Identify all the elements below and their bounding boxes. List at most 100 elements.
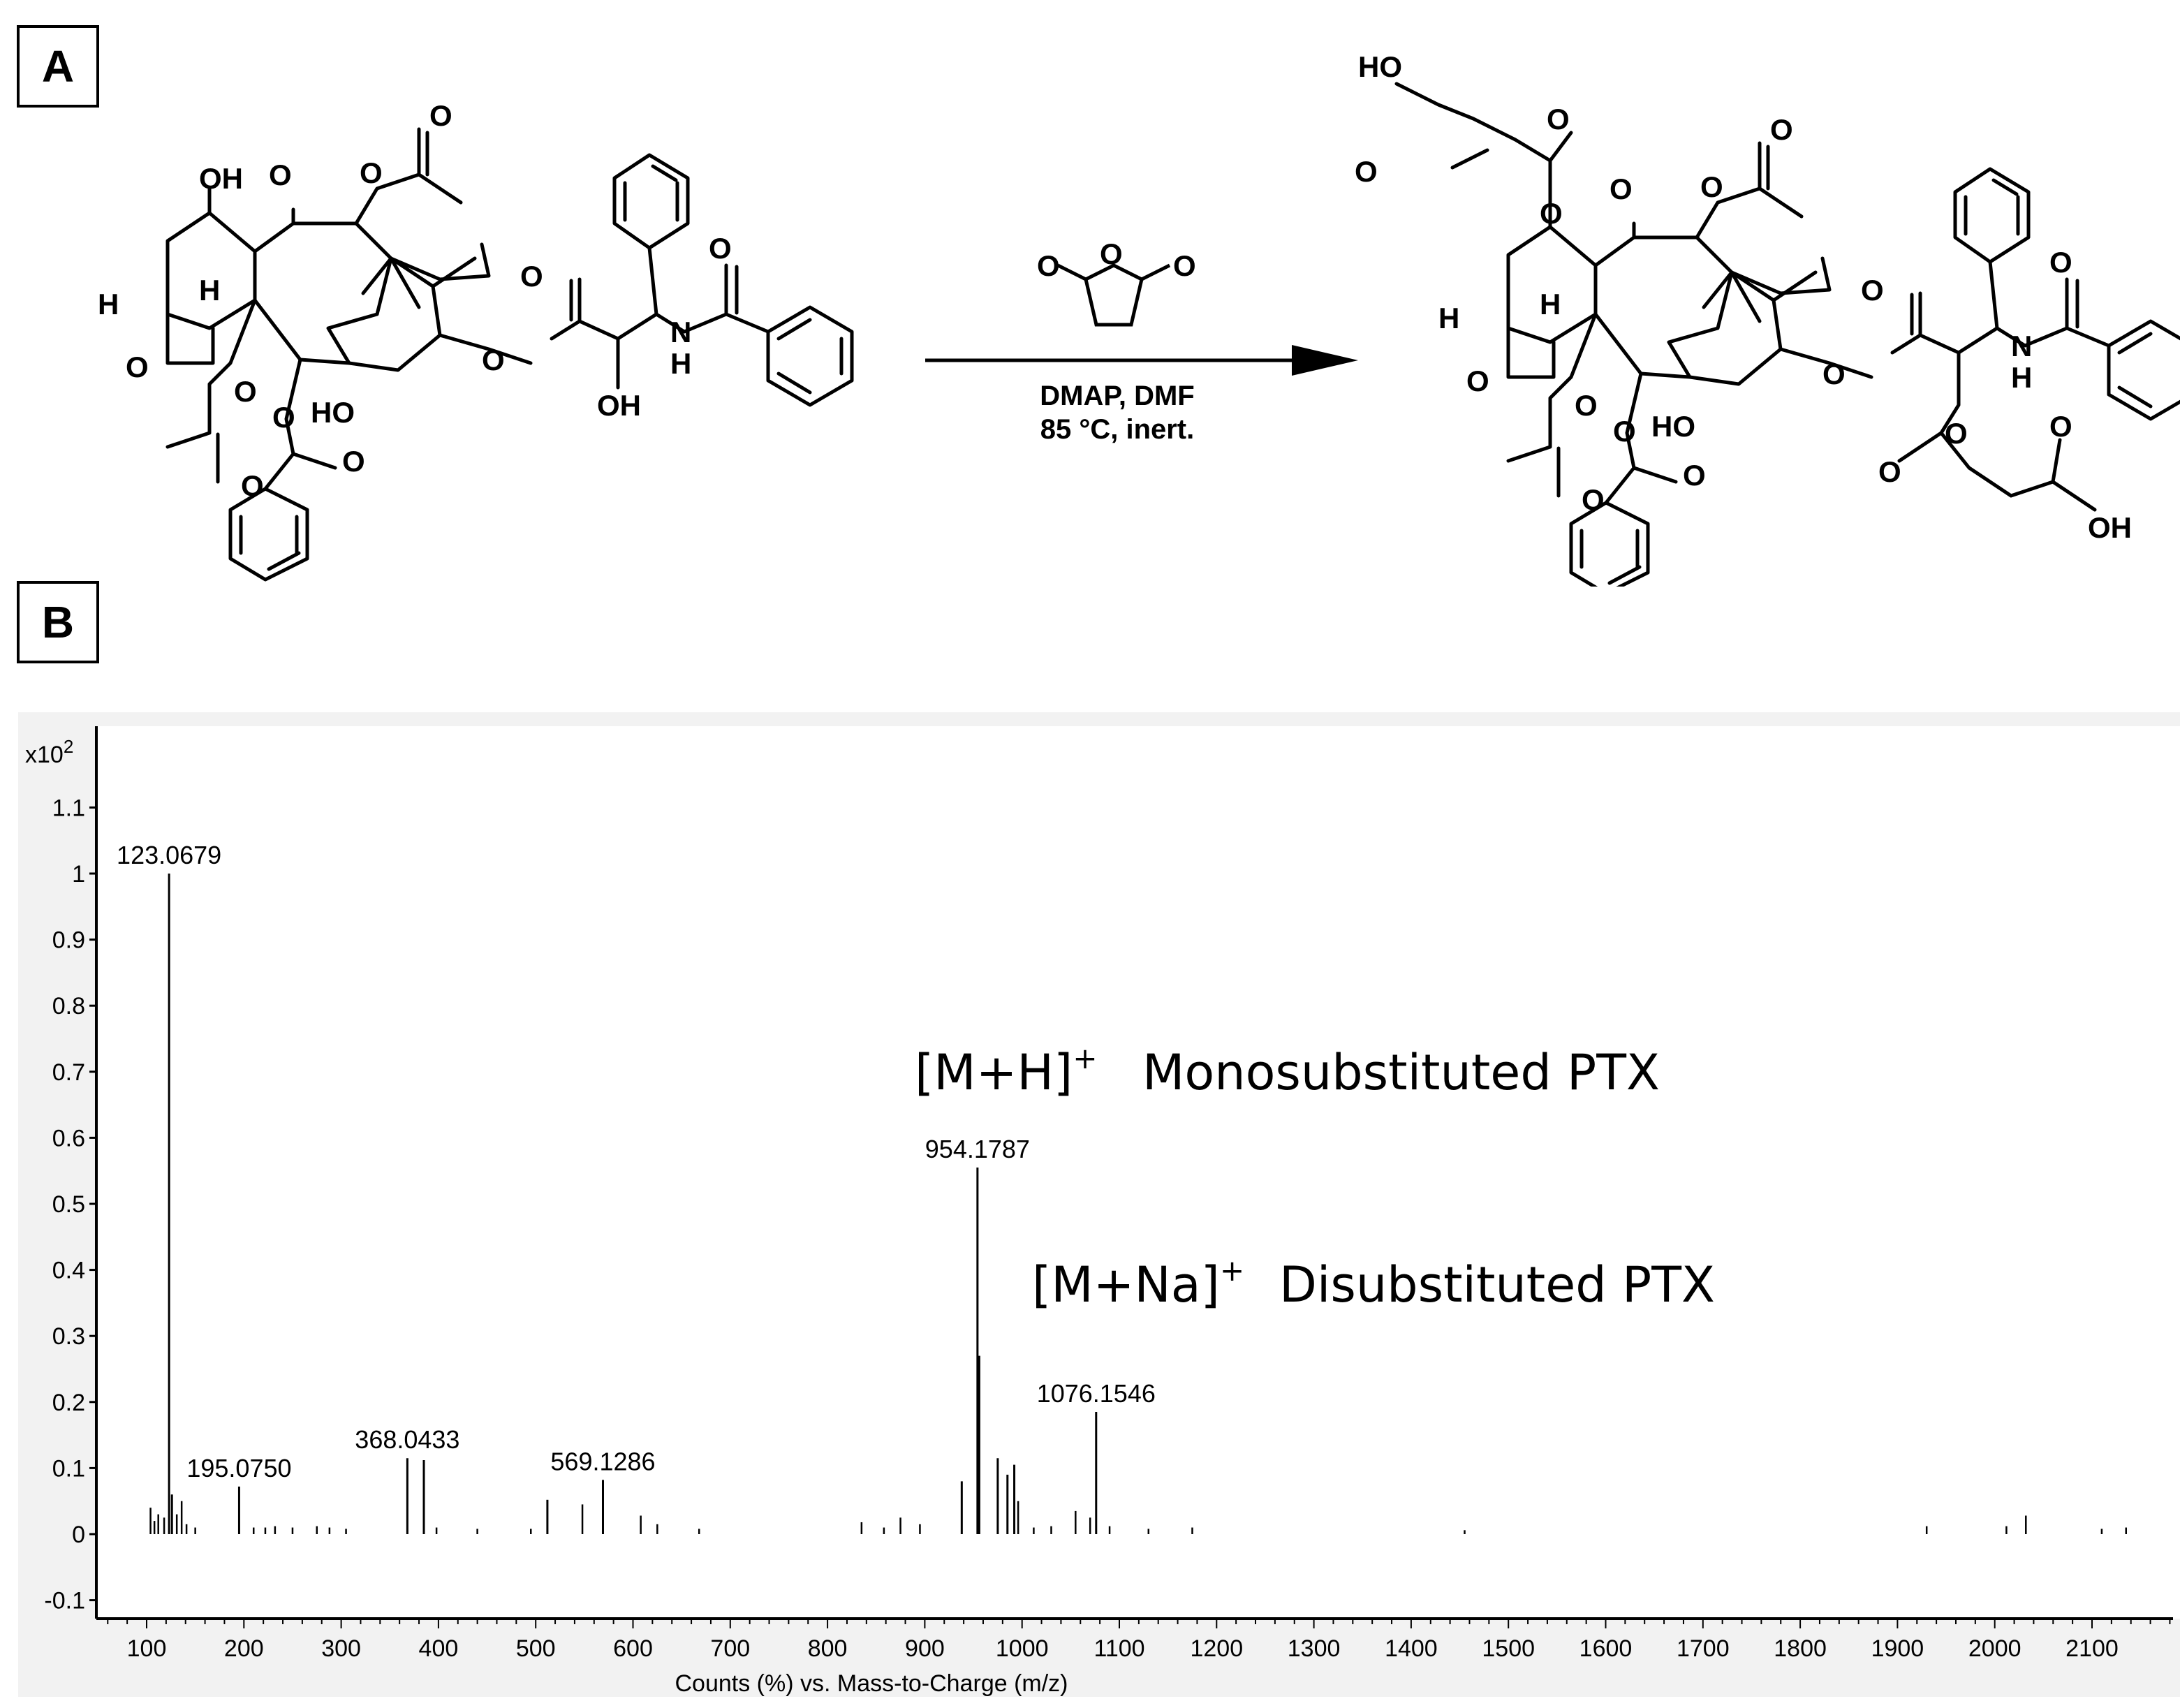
- annotation-ion: [M+Na]+: [1032, 1253, 1244, 1313]
- peak-label: 569.1286: [550, 1447, 655, 1475]
- atom-o: O: [709, 232, 732, 265]
- x-tick-label: 1000: [996, 1635, 1049, 1662]
- atom-h: H: [2011, 361, 2032, 394]
- x-tick-label: 600: [613, 1635, 653, 1662]
- x-tick-label: 2100: [2065, 1635, 2119, 1662]
- x-tick-label: 1600: [1579, 1635, 1633, 1662]
- atom-o: O: [1861, 274, 1884, 307]
- annotation-text: Monosubstituted PTX: [1142, 1044, 1660, 1101]
- atom-o: O: [482, 344, 505, 376]
- x-tick-label: 1100: [1093, 1635, 1144, 1662]
- atom-o: O: [1100, 237, 1123, 270]
- atom-o: O: [342, 445, 365, 478]
- atom-o: O: [2049, 246, 2072, 279]
- peak-label: 954.1787: [925, 1135, 1030, 1163]
- x-tick-label: 300: [321, 1635, 361, 1662]
- atom-o: O: [429, 99, 452, 132]
- atom-o: O: [1700, 170, 1723, 203]
- atom-n: N: [670, 316, 691, 348]
- y-tick-label: 0.5: [52, 1191, 85, 1218]
- atom-h: H: [199, 274, 220, 307]
- atom-o: O: [272, 401, 295, 434]
- reactant-atom-labels: OH O O O H H O O O O O HO O O OH N H O: [98, 99, 732, 502]
- annotation-ion: [M+H]+: [915, 1041, 1098, 1101]
- x-tick-label: 500: [516, 1635, 556, 1662]
- atom-o: O: [1582, 483, 1605, 516]
- annotation-text: Disubstituted PTX: [1279, 1256, 1715, 1313]
- reagent-line: 85 °C, inert.: [1040, 414, 1195, 445]
- atom-h: H: [1438, 302, 1459, 334]
- atom-o: O: [1770, 113, 1793, 146]
- atom-oh: OH: [597, 389, 641, 422]
- panel-label-a: A: [17, 25, 99, 108]
- atom-ho: HO: [311, 396, 355, 429]
- chart-background: [18, 712, 2180, 1697]
- y-tick-label: 0.9: [52, 927, 85, 954]
- annotation-monosubstituted: [M+H]+ Monosubstituted PTX: [915, 1041, 1660, 1101]
- atom-o: O: [126, 351, 149, 383]
- atom-o: O: [1355, 155, 1378, 188]
- atom-o: O: [234, 375, 257, 408]
- atom-o: O: [1683, 459, 1706, 492]
- atom-o: O: [1945, 417, 1968, 450]
- reaction-arrow: [925, 345, 1358, 376]
- y-tick-label: 0.6: [52, 1125, 85, 1151]
- x-tick-label: 700: [710, 1635, 750, 1662]
- atom-o: O: [1466, 365, 1489, 397]
- x-tick-label: 400: [419, 1635, 459, 1662]
- atom-o: O: [2049, 410, 2072, 443]
- x-tick-label: 1500: [1482, 1635, 1535, 1662]
- x-tick-label: 1300: [1288, 1635, 1341, 1662]
- reactant-structure: [165, 127, 854, 582]
- x-axis-title: Counts (%) vs. Mass-to-Charge (m/z): [675, 1670, 1068, 1697]
- y-tick-label: 0.7: [52, 1059, 85, 1086]
- y-tick-label: -0.1: [44, 1588, 85, 1614]
- product-atom-labels: HO O O O O O O H H O O O O O HO O O N H …: [1355, 50, 2132, 544]
- atom-o: O: [1540, 197, 1563, 230]
- y-tick-label: 0.2: [52, 1390, 85, 1416]
- x-tick-label: 200: [224, 1635, 264, 1662]
- atom-o: O: [1613, 415, 1636, 448]
- atom-oh: OH: [199, 162, 243, 195]
- y-tick-label: 1: [72, 861, 85, 888]
- x-tick-label: 2000: [1968, 1635, 2021, 1662]
- atom-o: O: [1037, 249, 1060, 282]
- reaction-scheme: OH O O O H H O O O O O HO O O OH N H O O…: [98, 50, 2180, 587]
- atom-ho: HO: [1358, 50, 1402, 83]
- y-tick-label: 0: [72, 1522, 85, 1548]
- y-multiplier-label: x102: [25, 736, 73, 768]
- x-tick-label: 1200: [1190, 1635, 1243, 1662]
- succinic-anhydride: [1056, 263, 1171, 327]
- y-tick-label: 0.4: [52, 1258, 85, 1284]
- y-tick-label: 0.8: [52, 993, 85, 1019]
- reaction-conditions: DMAP, DMF 85 °C, inert.: [1040, 381, 1194, 445]
- x-tick-label: 1400: [1385, 1635, 1438, 1662]
- atom-o: O: [241, 469, 264, 502]
- reagent-line: DMAP, DMF: [1040, 381, 1194, 411]
- atom-ho: HO: [1651, 410, 1695, 443]
- atom-o: O: [360, 156, 383, 189]
- y-tick-label: 0.3: [52, 1323, 85, 1350]
- atom-o: O: [1547, 103, 1570, 135]
- atom-o: O: [520, 260, 543, 293]
- atom-o: O: [1610, 172, 1633, 205]
- atom-h: H: [1540, 288, 1561, 321]
- atom-n: N: [2011, 330, 2032, 362]
- atom-h: H: [98, 288, 119, 321]
- y-tick-label: 1.1: [52, 795, 85, 821]
- atom-oh: OH: [2088, 511, 2132, 544]
- atom-o: O: [1822, 358, 1846, 390]
- peak-label: 195.0750: [186, 1454, 291, 1482]
- plot-area: [96, 726, 2180, 1619]
- x-tick-label: 1800: [1774, 1635, 1827, 1662]
- x-tick-label: 1900: [1871, 1635, 1924, 1662]
- atom-o: O: [1575, 389, 1598, 422]
- product-structure: [1394, 82, 2180, 587]
- peak-label: 368.0433: [355, 1425, 459, 1454]
- x-tick-label: 100: [127, 1635, 167, 1662]
- annotation-disubstituted: [M+Na]+ Disubstituted PTX: [1032, 1253, 1715, 1313]
- peak-label: 1076.1546: [1037, 1379, 1156, 1408]
- atom-o: O: [1878, 455, 1901, 488]
- panel-label-b: B: [17, 581, 99, 663]
- atom-o: O: [269, 159, 292, 191]
